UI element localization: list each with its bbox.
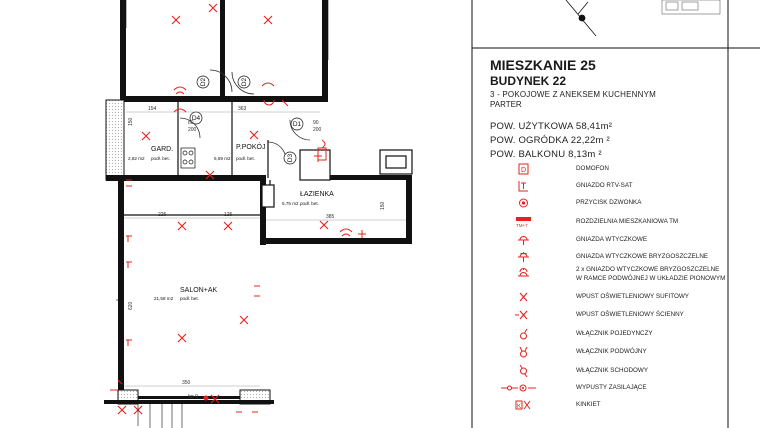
svg-text:125: 125 (224, 212, 233, 218)
door-swings (179, 69, 311, 161)
garden-area: POW. OGRÓDKA 22,22m ² (490, 135, 610, 146)
kitchen-hob (180, 147, 196, 169)
dimensions: 154 363 150 80 200 90 200 225 125 385 15… (124, 106, 406, 400)
svg-text:200: 200 (313, 127, 322, 133)
svg-text:150: 150 (380, 201, 386, 210)
double-switch-icon (519, 346, 528, 358)
svg-text:podł. bet.: podł. bet. (236, 156, 255, 161)
tv-socket-icon (518, 181, 528, 192)
electrical-symbols (110, 3, 366, 415)
intercom-icon: D (518, 163, 529, 175)
info-panel: MIESZKANIE 25 BUDYNEK 22 3 - POKOJOWE Z … (470, 0, 760, 428)
key-plan-thumbnail (661, 0, 721, 15)
apartment-type: 3 - POKOJOWE Z ANEKSEM KUCHENNYM (490, 90, 656, 99)
usable-area: POW. UŻYTKOWA 58,41m² (490, 121, 613, 132)
splashproof-socket-icon (518, 252, 529, 262)
svg-text:TM+7: TM+7 (516, 223, 528, 228)
svg-text:podł. bet.: podł. bet. (180, 296, 199, 301)
svg-text:SALON+AK: SALON+AK (180, 287, 217, 294)
apartment-title: MIESZKANIE 25 (490, 57, 596, 73)
room-labels: GARD. 2,82 m2 podł. bet. P.POKÓJ 6,59 m2… (128, 142, 334, 301)
svg-text:80: 80 (188, 120, 194, 126)
svg-text:D2: D2 (241, 77, 248, 86)
door-tag-d2b: D2 (237, 75, 251, 89)
svg-text:154: 154 (148, 106, 157, 112)
double-socket-icon (518, 268, 529, 277)
svg-text:200: 200 (188, 127, 197, 133)
svg-text:GARD.: GARD. (151, 146, 173, 153)
svg-text:D1: D1 (293, 121, 302, 128)
room-ppokoj: P.POKÓJ 6,59 m2 podł. bet. (214, 142, 265, 161)
window-marks (116, 0, 329, 428)
svg-text:D4: D4 (192, 115, 201, 122)
distribution-board-icon: TM+7 (516, 217, 531, 228)
doorbell-icon (519, 198, 528, 208)
svg-text:225: 225 (158, 212, 167, 218)
door-tags: D2 D2 D4 D1 D3 (189, 75, 304, 165)
door-tag-d2a: D2 (196, 75, 210, 89)
stair-switch-icon (519, 365, 528, 377)
floor-label: PARTER (490, 100, 522, 109)
svg-text:385: 385 (326, 214, 335, 220)
svg-text:D: D (521, 167, 526, 174)
svg-text:P.POKÓJ: P.POKÓJ (236, 142, 265, 151)
svg-text:363: 363 (238, 106, 247, 112)
svg-text:podł. bet.: podł. bet. (151, 156, 170, 161)
ceiling-light-icon (519, 292, 528, 302)
svg-text:620: 620 (128, 301, 134, 310)
north-arrow-icon (565, 0, 597, 37)
building-label: BUDYNEK 22 (490, 74, 567, 88)
svg-text:350: 350 (182, 380, 191, 386)
internal-walls (124, 100, 413, 216)
svg-text:2,82 m2: 2,82 m2 (128, 156, 145, 161)
svg-text:K: K (517, 404, 521, 410)
wall-light-icon (515, 310, 528, 320)
floor-plan: D2 D2 D4 D1 D3 154 363 150 80 200 90 200… (104, 0, 413, 428)
power-outlet-icon (501, 384, 536, 392)
svg-text:hp 0: hp 0 (188, 394, 198, 400)
room-lazienka: ŁAZIENKA 5,75 m2 podł. bet. (282, 191, 334, 206)
door-tag-d3: D3 (283, 151, 297, 165)
balcony-area: POW. BALKONU 8,13m ² (490, 149, 602, 160)
svg-text:150: 150 (128, 117, 134, 126)
room-gard: GARD. 2,82 m2 podł. bet. (128, 146, 173, 161)
svg-text:90: 90 (313, 120, 319, 126)
sconce-icon: K (515, 400, 531, 410)
svg-text:21,58 m2: 21,58 m2 (154, 296, 174, 301)
svg-text:podł. bet.: podł. bet. (300, 201, 319, 206)
svg-text:6,59 m2: 6,59 m2 (214, 156, 231, 161)
svg-text:D3: D3 (287, 153, 294, 162)
svg-text:ŁAZIENKA: ŁAZIENKA (300, 191, 334, 198)
svg-text:D2: D2 (200, 77, 207, 86)
single-switch-icon (520, 328, 528, 340)
svg-text:5,75 m2: 5,75 m2 (282, 201, 299, 206)
socket-icon (518, 236, 529, 245)
walls (104, 0, 412, 405)
door-tag-d1: D1 (290, 117, 304, 131)
room-salon: SALON+AK 21,58 m2 podł. bet. (154, 287, 217, 301)
panel-frame (471, 0, 760, 428)
